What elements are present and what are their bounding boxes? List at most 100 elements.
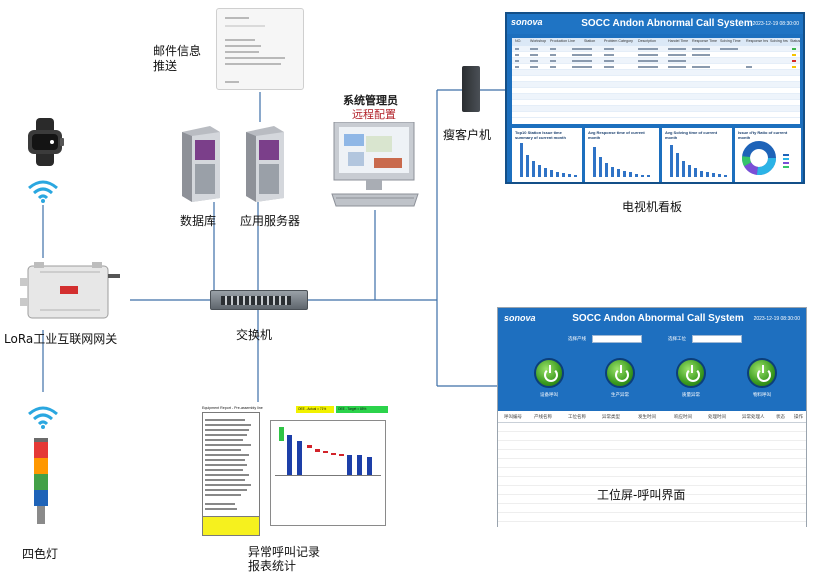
tv-col: Response hrs	[746, 39, 769, 43]
call-col: 异常处理人	[742, 414, 765, 419]
button-label: 设备呼叫	[540, 392, 558, 397]
button-label: 质量异常	[682, 392, 700, 397]
tv-col: Workshop	[530, 39, 547, 43]
call-col: 产线名称	[534, 414, 552, 419]
tv-issue-table: NO. Workshop Production Line Station Pro…	[512, 38, 800, 124]
thin-client-label: 瘦客户机	[443, 128, 492, 142]
tv-panel-response: Avg Response time of current month	[585, 128, 659, 182]
call-ui-label: 工位屏-呼叫界面	[597, 488, 686, 502]
call-col: 异常类型	[602, 414, 620, 419]
table-row	[512, 94, 800, 100]
tower-light-icon	[34, 438, 48, 524]
tv-col: Response Time	[692, 39, 717, 43]
call-col: 操作	[794, 414, 803, 419]
call-col: 工位名称	[568, 414, 586, 419]
call-col: 状态	[776, 414, 785, 419]
database-label: 数据库	[180, 214, 217, 228]
lora-gateway-icon	[20, 262, 120, 319]
email-push-label: 邮件信息推送	[153, 44, 202, 73]
application-server-icon	[246, 126, 284, 202]
panel-title: Top10 Station Issue time summary of curr…	[515, 130, 566, 140]
tv-col: Station	[584, 39, 596, 43]
line-select-label: 选择产线	[568, 336, 586, 341]
production-issue-button[interactable]	[605, 358, 635, 388]
call-table-header: 呼叫编号 产线名称 工位名称 异常类型 发生时间 响应时间 处理时间 异常处理人…	[498, 411, 806, 423]
table-row	[512, 58, 800, 64]
table-row	[512, 52, 800, 58]
tv-col: Solving hrs	[770, 39, 788, 43]
table-row	[512, 88, 800, 94]
tv-dashboard-screen: sonova SOCC Andon Abnormal Call System 2…	[505, 12, 805, 184]
tv-brand-logo: sonova	[511, 17, 543, 27]
tower-light-label: 四色灯	[22, 547, 59, 561]
quality-issue-button[interactable]	[676, 358, 706, 388]
line-select[interactable]	[592, 335, 642, 343]
network-switch-icon	[210, 290, 308, 310]
material-call-button[interactable]	[747, 358, 777, 388]
gateway-label: LoRa工业互联网网关	[4, 332, 118, 346]
app-server-label: 应用服务器	[240, 214, 301, 228]
tv-col: NO.	[515, 39, 522, 43]
tv-table-header: NO. Workshop Production Line Station Pro…	[512, 38, 800, 46]
tv-header: sonova SOCC Andon Abnormal Call System 2…	[507, 14, 803, 34]
button-label: 物料呼叫	[753, 392, 771, 397]
call-col: 发生时间	[638, 414, 656, 419]
wifi-icon	[28, 180, 58, 203]
table-row	[512, 70, 800, 76]
call-system-screen: sonova SOCC Andon Abnormal Call System 2…	[497, 307, 807, 527]
call-header-area: sonova SOCC Andon Abnormal Call System 2…	[498, 308, 806, 411]
table-row	[512, 112, 800, 118]
call-table-body	[498, 423, 806, 527]
panel-title: Avg Response time of current month	[588, 130, 645, 140]
table-row	[512, 64, 800, 70]
email-notification-screen	[216, 8, 304, 90]
tv-panel-solving: Avg Solving time of current month	[662, 128, 732, 182]
table-row	[512, 106, 800, 112]
table-row	[512, 100, 800, 106]
smartwatch-icon	[28, 118, 64, 166]
oee-actual-tag: OEE - Actual = 71%	[296, 406, 334, 413]
report-title: Equipment Report - Pre-assembly line	[202, 406, 263, 410]
panel-title: Issue d'ty Ratio of current month	[738, 130, 788, 140]
call-col: 呼叫编号	[504, 414, 522, 419]
tv-col: Production Line	[550, 39, 575, 43]
admin-sign-line2: 远程配置	[352, 108, 396, 121]
button-label: 生产异常	[611, 392, 629, 397]
donut-chart	[742, 141, 776, 175]
station-select-label: 选择工位	[668, 336, 686, 341]
tv-col: Problem Category	[604, 39, 633, 43]
tv-col: Handel Time	[668, 39, 689, 43]
station-select[interactable]	[692, 335, 742, 343]
oee-target-tag: OEE - Target = 85%	[336, 406, 388, 413]
tv-col: Description	[638, 39, 656, 43]
tv-panel-ratio: Issue d'ty Ratio of current month	[735, 128, 801, 182]
report-waterfall-chart	[270, 420, 386, 526]
report-table	[202, 412, 260, 526]
table-row	[512, 46, 800, 52]
tv-col: Status	[790, 39, 801, 43]
call-brand-logo: sonova	[504, 313, 536, 323]
call-title: SOCC Andon Abnormal Call System	[572, 313, 744, 324]
thin-client-icon	[462, 66, 480, 112]
report-label: 异常呼叫记录报表统计	[248, 545, 321, 573]
call-col: 响应时间	[674, 414, 692, 419]
database-server-icon	[182, 126, 220, 202]
panel-title: Avg Solving time of current month	[665, 130, 718, 140]
switch-label: 交换机	[236, 328, 273, 342]
tv-board-label: 电视机看板	[622, 200, 683, 214]
tv-panel-top10: Top10 Station Issue time summary of curr…	[512, 128, 582, 182]
call-date: 2023-12-19 08:30:00	[753, 316, 800, 322]
table-row	[512, 76, 800, 82]
wifi-icon	[28, 406, 58, 429]
call-col: 处理时间	[708, 414, 726, 419]
report-sheet: Equipment Report - Pre-assembly line OEE…	[198, 404, 394, 536]
tv-title: SOCC Andon Abnormal Call System	[581, 18, 753, 29]
admin-sign-line1: 系统管理员	[343, 94, 398, 107]
admin-computer-icon	[331, 122, 419, 207]
equipment-call-button[interactable]	[534, 358, 564, 388]
table-row	[512, 82, 800, 88]
tv-col: Solving Time	[720, 39, 741, 43]
tv-date: 2023-12-19 08:30:00	[752, 21, 799, 27]
report-summary	[202, 516, 260, 536]
